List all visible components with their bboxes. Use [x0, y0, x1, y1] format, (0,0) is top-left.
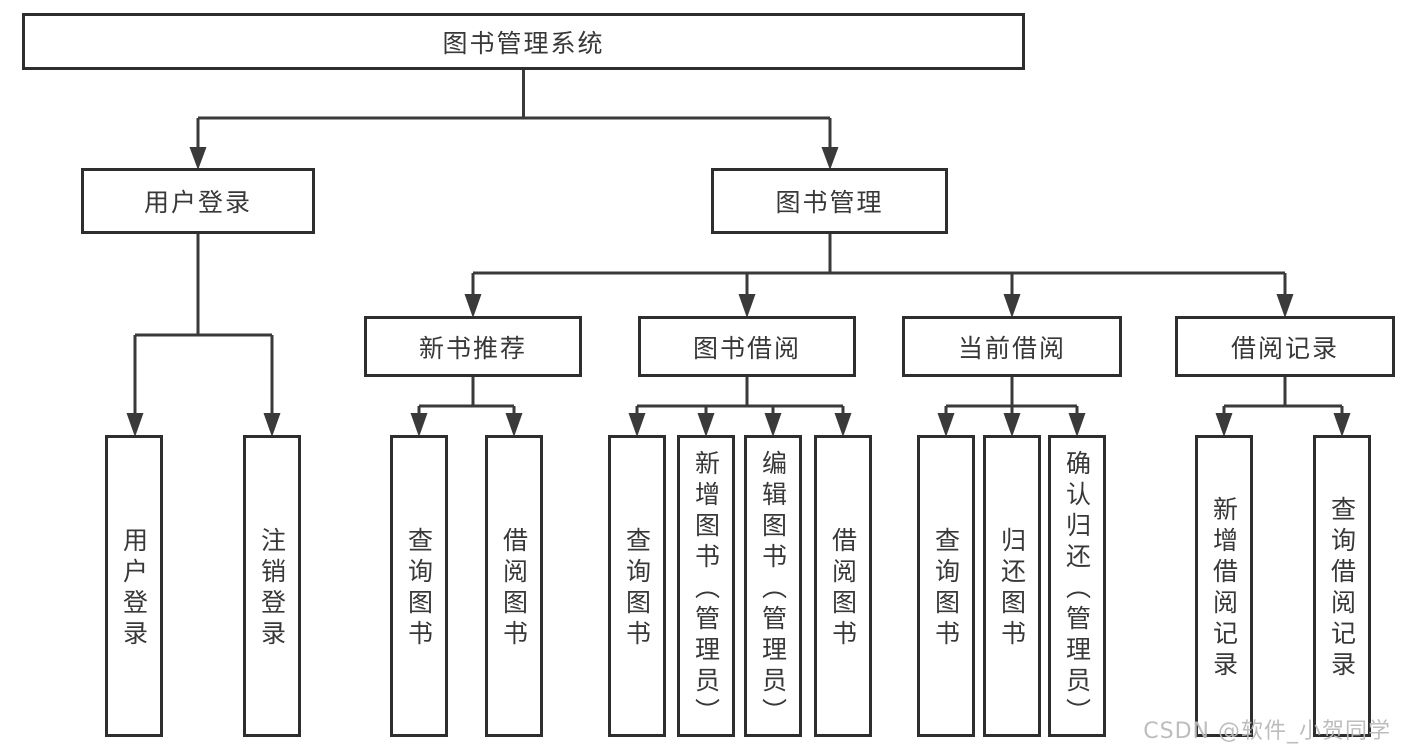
node-book-management: 图书管理	[711, 168, 948, 234]
connector-current-borrowing-children	[937, 377, 1086, 437]
node-new-book-recommendation-label: 新书推荐	[418, 333, 527, 363]
node-current-borrowing-label: 当前借阅	[957, 333, 1066, 363]
leaf-edit-book-admin: 编辑图书（管理员）	[744, 435, 802, 737]
connector-borrowing-records-children	[1215, 377, 1351, 437]
leaf-borrow-books-recommend: 借阅图书	[485, 435, 543, 737]
leaf-query-books-recommend: 查询图书	[390, 435, 448, 737]
leaf-borrow-books-borrowing: 借阅图书	[814, 435, 872, 737]
leaf-query-books-borrowing: 查询图书	[608, 435, 666, 737]
node-current-borrowing: 当前借阅	[902, 316, 1122, 377]
connector-new-book-children	[410, 377, 523, 437]
leaf-add-book-admin-label: 新增图书（管理员）	[691, 449, 721, 729]
node-user-login-label: 用户登录	[143, 188, 252, 217]
connector-root-to-level2	[189, 70, 839, 170]
leaf-logout-label: 注销登录	[257, 527, 287, 651]
leaf-borrow-books-recommend-label: 借阅图书	[499, 527, 529, 651]
leaf-user-login-label: 用户登录	[119, 527, 149, 651]
node-library-system: 图书管理系统	[22, 13, 1025, 70]
leaf-user-login: 用户登录	[105, 435, 163, 737]
node-borrowing-records-label: 借阅记录	[1230, 333, 1339, 363]
connector-book-management-children	[464, 234, 1294, 318]
node-new-book-recommendation: 新书推荐	[364, 316, 582, 377]
leaf-return-book-label: 归还图书	[997, 527, 1027, 651]
leaf-query-books-current-label: 查询图书	[931, 527, 961, 651]
leaf-borrow-books-borrowing-label: 借阅图书	[828, 527, 858, 651]
node-book-borrowing-label: 图书借阅	[692, 333, 801, 363]
node-borrowing-records: 借阅记录	[1175, 316, 1395, 377]
leaf-add-borrow-record: 新增借阅记录	[1195, 435, 1253, 737]
connector-user-login-children	[126, 234, 281, 437]
leaf-query-borrow-record-label: 查询借阅记录	[1327, 496, 1357, 682]
node-book-borrowing: 图书借阅	[638, 316, 856, 377]
node-library-system-label: 图书管理系统	[442, 28, 605, 58]
leaf-logout: 注销登录	[243, 435, 301, 737]
leaf-query-books-recommend-label: 查询图书	[404, 527, 434, 651]
leaf-add-borrow-record-label: 新增借阅记录	[1209, 496, 1239, 682]
leaf-query-borrow-record: 查询借阅记录	[1313, 435, 1371, 737]
node-book-management-label: 图书管理	[775, 188, 884, 217]
leaf-confirm-return-admin: 确认归还（管理员）	[1048, 435, 1106, 737]
leaf-query-books-current: 查询图书	[917, 435, 975, 737]
csdn-watermark: CSDN @软件_小贺同学	[1143, 719, 1391, 744]
connector-book-borrowing-children	[628, 377, 852, 437]
leaf-add-book-admin: 新增图书（管理员）	[677, 435, 735, 737]
leaf-query-books-borrowing-label: 查询图书	[622, 527, 652, 651]
leaf-confirm-return-admin-label: 确认归还（管理员）	[1062, 449, 1092, 729]
leaf-return-book: 归还图书	[983, 435, 1041, 737]
leaf-edit-book-admin-label: 编辑图书（管理员）	[758, 449, 788, 729]
node-user-login: 用户登录	[81, 168, 315, 234]
